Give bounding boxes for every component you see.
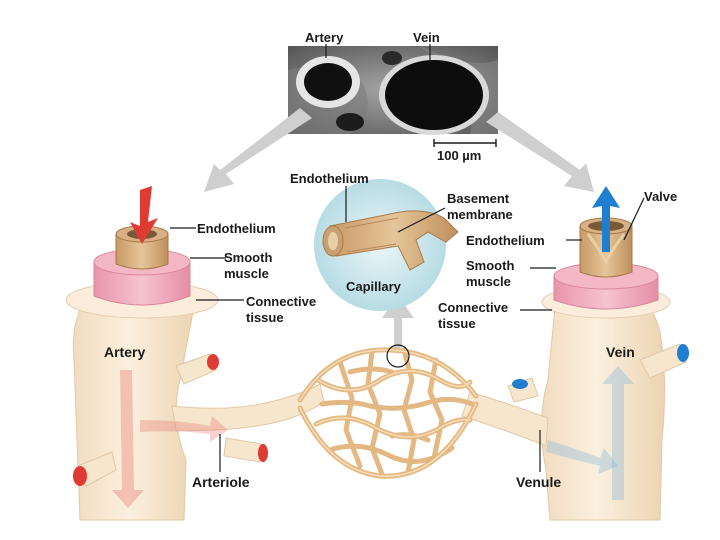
pointer-arrow-artery [204,108,312,192]
vein-label: Vein [606,344,635,360]
capillary-bed-highlight [299,349,477,477]
vessel-system [72,295,689,521]
scale-bar-label: 100 µm [437,148,481,163]
scale-bar: 100 µm [433,139,497,163]
artery-smooth-muscle-label-line1: Smooth [224,250,272,265]
artery-flow-arrow [112,370,144,508]
vein-smooth-muscle-label-line2: muscle [466,274,511,289]
venule-vessel [461,391,549,447]
artery-endothelium-layer [115,233,169,270]
vessel-labels: Artery Vein Arteriole Venule [104,344,635,490]
artery-endothelium-label: Endothelium [197,221,276,236]
artery-blood-flow-arrow [130,186,158,244]
basement-membrane-label-line1: Basement [447,191,510,206]
vein-valve [586,233,626,266]
artery-connective-tissue-label-line2: tissue [246,310,284,325]
basement-membrane-label-line2: membrane [447,207,513,222]
venule-to-vein-flow-arrow [546,440,618,474]
venule-label: Venule [516,474,561,490]
vein-branch [639,343,687,379]
artery-branch-upper-lumen [207,354,219,370]
capillary-segment [322,210,459,271]
capillary-detail-marker [386,344,410,368]
vein-connective-tissue-label-line2: tissue [438,316,476,331]
arteriole-branch-lumen [258,444,268,462]
pointer-arrow-vein [486,112,594,192]
vein-connective-tissue-label-line1: Connective [438,300,508,315]
vein-branch-lumen [677,344,689,362]
artery-layers: Endothelium Smooth muscle Connective tis… [65,186,316,325]
micrograph-vein-label: Vein [413,30,440,45]
vein-layers: Valve Endothelium Smooth muscle Connecti… [438,186,677,331]
micrograph-artery-label: Artery [305,30,344,45]
capillary-title: Capillary [346,279,402,294]
artery-branch-lower-lumen [73,466,87,486]
arteriole-label: Arteriole [192,474,250,490]
capillary-endothelium-label: Endothelium [290,171,369,186]
vein-smooth-muscle-label-line1: Smooth [466,258,514,273]
artery-smooth-muscle-label-line2: muscle [224,266,269,281]
vein-blood-flow-arrow [592,186,620,252]
arteriole-branch [223,437,263,463]
artery-lumen [304,63,352,101]
artery-label: Artery [104,344,145,360]
venule-branch-lumen [512,379,528,389]
artery-branch-upper [175,353,217,385]
capillary-inset: Endothelium Basement membrane Capillary [290,171,513,311]
vein-lumen [385,60,483,130]
micrograph: Artery Vein 100 µm [288,30,498,163]
vein-valve-label: Valve [644,189,677,204]
vein-flow-arrow [602,366,634,500]
artery-connective-tissue-label-line1: Connective [246,294,316,309]
vein-endothelium-label: Endothelium [466,233,545,248]
artery-to-arteriole-flow-arrow [140,416,228,442]
